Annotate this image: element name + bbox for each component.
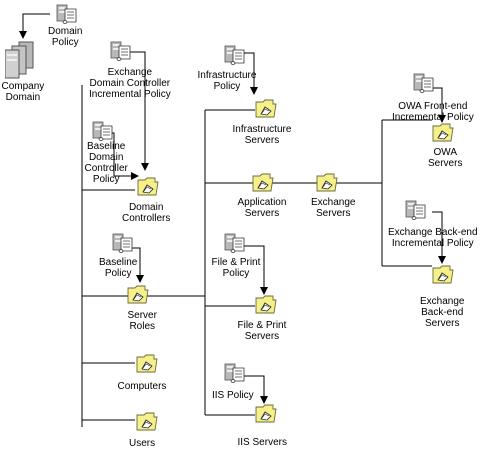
computers-ou-folder-icon	[136, 353, 158, 376]
exchange-servers-ou-folder-icon	[316, 172, 338, 195]
domain-controllers-ou-folder-icon	[137, 176, 159, 199]
label-line: Servers	[244, 208, 280, 219]
label-line: Servers	[425, 318, 460, 329]
server-roles-ou-folder-icon	[127, 284, 149, 307]
label-line: OWA Front-end	[398, 101, 468, 112]
label-line: OWA	[433, 147, 457, 158]
label-line: Infrastructure	[197, 70, 257, 81]
label-line: IIS Policy	[212, 390, 254, 401]
label-line: Domain	[48, 26, 83, 37]
infra-policy-policy-icon	[224, 44, 246, 69]
exch-be-policy-policy-icon	[405, 199, 427, 224]
fp-servers-ou-folder-icon	[255, 294, 277, 317]
fp-policy-policy-icon	[224, 232, 246, 257]
domain-policy-policy-icon	[56, 3, 78, 28]
label-line: Policy	[104, 268, 132, 279]
iis-servers-label: IIS Servers	[238, 437, 287, 448]
label-line: Policy	[213, 81, 241, 92]
arrow-fp-policy	[243, 245, 268, 295]
arrow-exchange-dc-policy	[128, 51, 149, 171]
arrow-exch-be-policy	[432, 211, 446, 264]
label-line: Incremental Policy	[391, 238, 474, 249]
baseline-dc-policy-policy-icon	[92, 120, 114, 145]
arrow-domain-policy	[19, 13, 50, 39]
label-line: Baseline	[87, 141, 126, 152]
domain-servers-icon	[4, 40, 43, 83]
label-line: Domain	[5, 92, 41, 103]
label-line: Servers	[244, 135, 280, 146]
label-line: Servers	[428, 158, 463, 169]
label-line: Policy	[222, 268, 250, 279]
users-label: Users	[129, 438, 155, 449]
label-line: Policy	[51, 37, 79, 48]
label-line: File & Print	[211, 257, 261, 268]
label-line: Incremental Policy	[392, 112, 474, 123]
label-line: Users	[129, 438, 156, 449]
label-line: Controllers	[122, 213, 171, 224]
label-line: Controller	[84, 163, 128, 174]
label-line: Domain	[88, 152, 124, 163]
baseline-policy-policy-icon	[112, 232, 134, 257]
label-line: Domain Controller	[89, 78, 171, 89]
arrow-iis-policy	[243, 375, 268, 404]
iis-policy-label: IIS Policy	[212, 390, 254, 401]
label-line: Exchange	[311, 197, 356, 208]
users-ou-folder-icon	[136, 411, 158, 434]
label-line: Servers	[316, 208, 351, 219]
label-line: Infrastructure	[232, 124, 292, 135]
owa-servers-ou-folder-icon	[432, 122, 454, 145]
label-line: Exchange	[107, 67, 153, 78]
label-line: Servers	[244, 331, 280, 342]
computers-label: Computers	[118, 381, 167, 392]
app-servers-ou-folder-icon	[252, 172, 274, 195]
label-line: Server	[127, 310, 157, 321]
arrow-owa-policy	[432, 87, 446, 123]
exch-be-servers-ou-folder-icon	[432, 264, 454, 287]
owa-policy-policy-icon	[413, 72, 435, 97]
iis-policy-policy-icon	[224, 362, 246, 387]
arrow-infra-policy	[244, 52, 258, 95]
label-line: Domain	[128, 202, 164, 213]
label-line: File & Print	[237, 320, 287, 331]
label-line: Computers	[117, 381, 167, 392]
label-line: Roles	[129, 321, 156, 332]
label-line: Incremental Policy	[89, 89, 171, 100]
label-line: Application	[237, 197, 287, 208]
label-line: Exchange	[420, 296, 465, 307]
arrow-baseline-policy	[130, 247, 144, 283]
label-line: IIS Servers	[237, 437, 287, 448]
label-line: Baseline	[99, 257, 138, 268]
infra-servers-ou-folder-icon	[255, 98, 277, 121]
exchange-dc-policy-policy-icon	[110, 40, 132, 65]
label-line: Policy	[92, 174, 120, 185]
iis-servers-ou-folder-icon	[255, 403, 277, 426]
label-line: Exchange Back-end	[388, 227, 478, 238]
label-line: Back-end	[421, 307, 464, 318]
label-line: Company	[1, 81, 45, 92]
